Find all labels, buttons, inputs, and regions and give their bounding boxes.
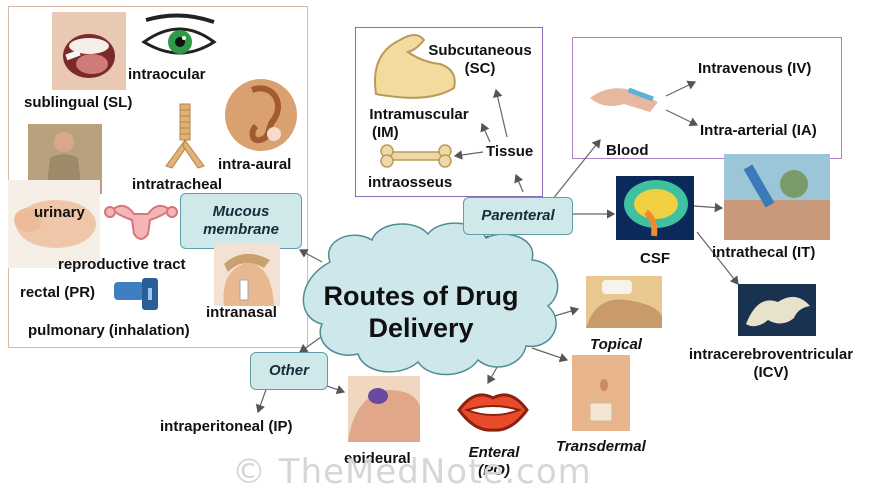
cream-photo	[586, 276, 662, 328]
label-csf: CSF	[640, 250, 670, 268]
label-intranasal: intranasal	[206, 304, 277, 322]
label-intrathecal: intrathecal (IT)	[712, 244, 815, 262]
label-intra-aural: intra-aural	[218, 156, 291, 174]
center-title: Routes of Drug Delivery	[316, 280, 526, 344]
ventricle-icon	[738, 284, 816, 336]
label-intra-arterial: Intra-arterial (IA)	[700, 122, 817, 140]
ear-photo	[224, 72, 298, 158]
label-blood: Blood	[606, 142, 649, 160]
injection-photo	[588, 78, 660, 118]
label-subcutaneous: Subcutaneous(SC)	[410, 42, 550, 78]
parenteral-box: Parenteral	[463, 197, 573, 235]
label-icv: intracerebroventricular(ICV)	[672, 346, 870, 382]
label-intravenous: Intravenous (IV)	[698, 60, 811, 78]
lips-icon	[455, 386, 531, 434]
patch-photo	[572, 355, 630, 431]
inhaler-icon	[112, 276, 162, 312]
label-pulmonary: pulmonary (inhalation)	[28, 322, 190, 340]
mucous-membrane-box: Mucousmembrane	[180, 193, 302, 249]
label-reproductive: reproductive tract	[58, 256, 186, 274]
belly-photo	[348, 376, 420, 442]
eye-icon	[140, 12, 218, 62]
label-tissue: Tissue	[486, 143, 533, 161]
label-topical: Topical	[590, 336, 642, 354]
label-rectal: rectal (PR)	[20, 284, 95, 302]
spine-injection-photo	[724, 154, 830, 240]
baby-photo	[8, 180, 100, 268]
label-intraperitoneal: intraperitoneal (IP)	[160, 418, 293, 436]
label-urinary: urinary	[34, 204, 85, 222]
label-intraocular: intraocular	[128, 66, 206, 84]
other-box: Other	[250, 352, 328, 390]
nasal-photo	[214, 244, 280, 306]
label-intramuscular: Intramuscular(IM)	[356, 106, 482, 142]
watermark: © TheMedNote.com	[232, 452, 592, 492]
mouth-photo	[52, 12, 126, 90]
label-intraosseus: intraosseus	[368, 174, 452, 192]
uterus-icon	[104, 198, 178, 246]
bone-icon	[378, 143, 454, 169]
brain-scan-icon	[616, 176, 694, 240]
label-sublingual: sublingual (SL)	[24, 94, 132, 112]
trachea-icon	[156, 102, 214, 172]
label-intratracheal: intratracheal	[132, 176, 222, 194]
